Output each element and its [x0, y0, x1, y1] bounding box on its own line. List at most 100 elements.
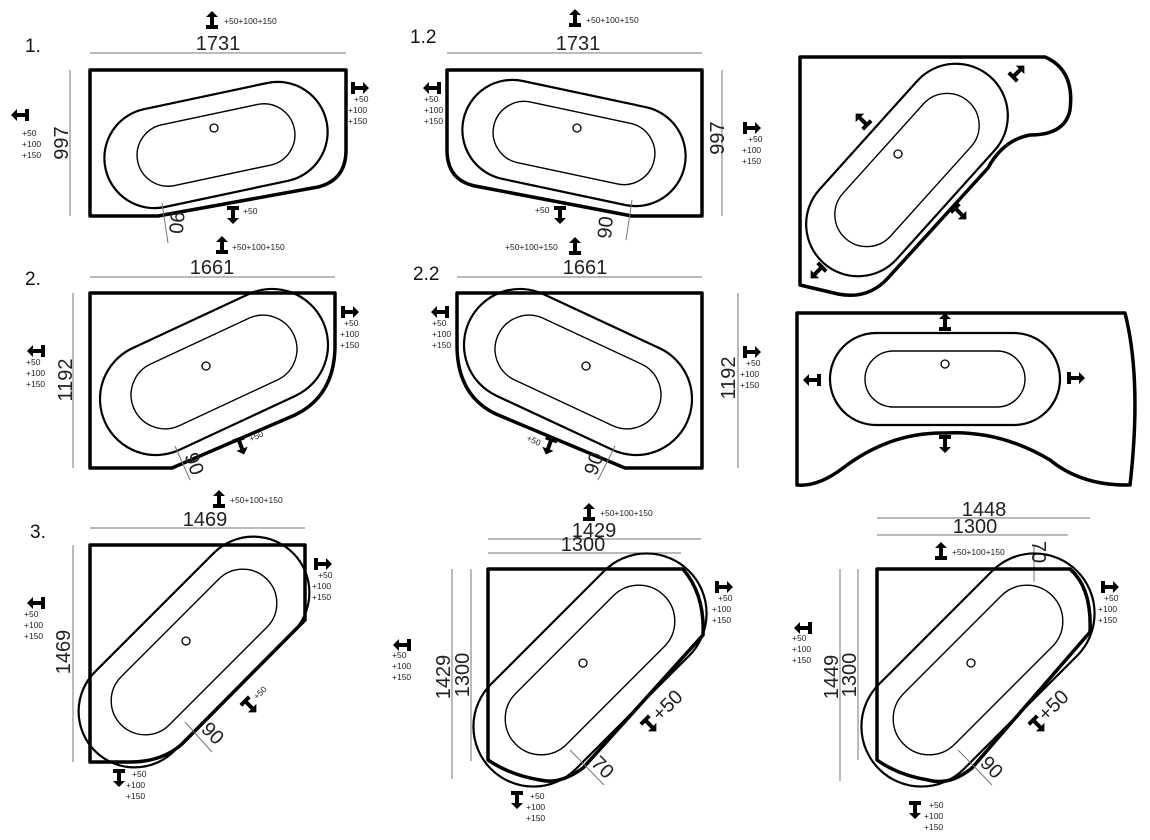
tub-basin [834, 92, 980, 248]
adjust-right-label: +50 [318, 570, 333, 580]
tub-rim [472, 552, 708, 788]
outer-width-label: 1429 [572, 520, 617, 542]
side-dimension-line [184, 721, 213, 753]
tub-outline [798, 55, 1073, 297]
panel-corner-1448: 1448 1300 +50+100+150 70 1449 1300 +50 +… [792, 499, 1119, 832]
side-dimension-line [625, 199, 633, 241]
adjust-arrow-icon [851, 109, 873, 131]
adjust-arrow-icon [743, 346, 761, 358]
side-dimension-line [569, 749, 605, 786]
tub-rim [828, 331, 1062, 427]
top-side-label: 70 [1027, 541, 1049, 563]
tub-outline [795, 311, 1137, 487]
tub-basin [136, 103, 296, 187]
tub-basin [864, 350, 1026, 408]
tub-basin [504, 584, 676, 756]
tub-rim [860, 552, 1096, 788]
adjust-left-label: +100 [792, 644, 811, 654]
adjust-arrow-icon [216, 236, 228, 254]
height-label: 997 [51, 126, 73, 159]
adjust-left-label: +150 [22, 150, 41, 160]
drain-icon [581, 361, 591, 371]
height-label: 997 [707, 121, 729, 154]
adjust-front-label: +50 [251, 684, 268, 701]
adjust-arrow-icon [232, 435, 250, 457]
adjust-left-label: +50 [792, 633, 807, 643]
side-label: 90 [594, 215, 618, 239]
tub-outline [88, 291, 337, 470]
adjust-top-label: +50+100+150 [586, 15, 639, 25]
drain-icon [209, 123, 219, 133]
height-label: 1192 [55, 358, 77, 401]
adjust-right-label: +50 [1104, 593, 1119, 603]
adjust-left-label: +50 [392, 650, 407, 660]
adjust-arrow-icon [431, 306, 449, 318]
adjust-arrow-icon [11, 109, 29, 121]
panel-label: 2. [25, 269, 41, 290]
tub-outline [875, 567, 1092, 784]
adjust-right-label: +50 [746, 358, 761, 368]
adjust-bottom-label: +100 [526, 802, 545, 812]
adjust-right-label: +100 [340, 329, 359, 339]
tub-outline [88, 68, 348, 218]
adjust-front-label: +50 [243, 206, 258, 216]
tub-rim [461, 78, 687, 208]
adjust-left-label: +50 [24, 609, 39, 619]
panel-label: 1.2 [410, 27, 436, 48]
adjust-arrow-icon [935, 542, 947, 560]
panel-3: 3. +50+100+150 1469 1469 +50 +100 +150 +… [24, 490, 333, 801]
drain-icon [572, 123, 582, 133]
adjust-right-label: +150 [742, 156, 761, 166]
drain-icon [966, 658, 976, 668]
inner-width-label: 1300 [953, 516, 998, 538]
adjust-arrow-icon [583, 503, 595, 521]
adjust-right-label: +100 [312, 581, 331, 591]
width-label: 1661 [563, 257, 608, 279]
height-label: 1192 [718, 356, 740, 399]
adjust-bottom-label: +50 [132, 769, 147, 779]
width-label: 1661 [190, 257, 235, 279]
side-label: 90 [580, 450, 608, 478]
drain-icon [181, 636, 191, 646]
panel-2: 2. +50+100+150 1661 1192 +50 +100 +150 +… [25, 236, 359, 481]
panel-label: 3. [30, 522, 46, 543]
adjust-left-label: +100 [24, 620, 43, 630]
adjust-arrow-icon [206, 11, 218, 29]
outer-width-label: 1448 [962, 499, 1007, 521]
inner-height-label: 1300 [452, 653, 474, 698]
tub-rim [77, 535, 311, 769]
adjust-left-label: +150 [26, 379, 45, 389]
adjust-arrow-icon [909, 801, 921, 819]
inner-height-label: 1300 [839, 653, 861, 698]
tub-basin [892, 584, 1064, 756]
side-label: 90 [164, 210, 188, 234]
tub-rim [98, 287, 330, 457]
adjust-left-label: +50 [424, 94, 439, 104]
adjust-left-label: +150 [792, 655, 811, 665]
adjust-arrow-icon [341, 306, 359, 318]
adjust-right-label: +50 [718, 593, 733, 603]
adjust-arrow-icon [715, 581, 733, 593]
side-dimension-line [957, 749, 993, 786]
outer-height-label: 1449 [821, 655, 843, 700]
adjust-bottom-label: +150 [924, 822, 943, 832]
adjust-top-label: +50+100+150 [952, 547, 1005, 557]
adjust-arrow-icon [540, 435, 558, 457]
adjust-bottom-label: +50 [929, 800, 944, 810]
adjust-arrow-icon [803, 374, 821, 386]
adjust-arrow-icon [113, 769, 125, 787]
adjust-right-label: +100 [712, 604, 731, 614]
adjust-arrow-icon [227, 206, 239, 224]
adjust-arrow-icon [314, 558, 332, 570]
side-dimension-line [174, 445, 191, 481]
panel-1-2: 1.2 +50+100+150 1731 997 +50 +100 +150 +… [410, 9, 763, 241]
height-label: 1469 [53, 630, 75, 675]
adjust-bottom-label: +50 [530, 791, 545, 801]
adjust-right-label: +150 [312, 592, 331, 602]
side-dimension-line [161, 202, 169, 244]
panel-corner-1429: +50+100+150 1429 1300 1429 1300 +50 +100… [392, 503, 733, 823]
drain-icon [578, 658, 588, 668]
adjust-arrow-icon [939, 313, 951, 331]
adjust-left-label: +150 [432, 340, 451, 350]
